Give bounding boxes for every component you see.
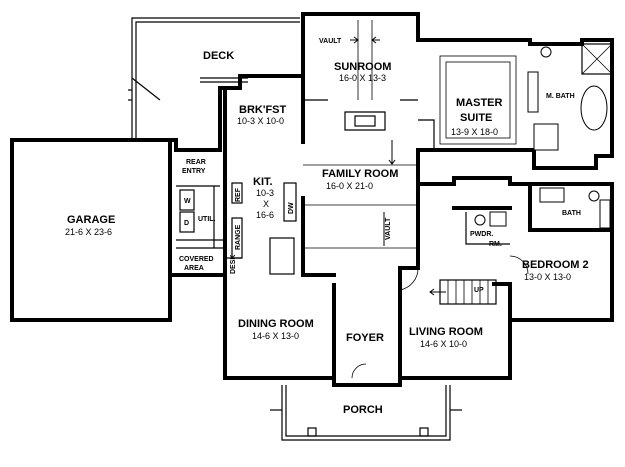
deck-outline — [128, 17, 300, 138]
bedroom2-dims: 13-0 X 13-0 — [524, 272, 571, 282]
dryer-label: D — [184, 220, 189, 227]
sunroom-label: SUNROOM — [334, 61, 391, 73]
utility-block — [168, 138, 227, 277]
garage-dims: 21-6 X 23-6 — [65, 227, 112, 237]
covered-area-label-2: AREA — [184, 265, 204, 272]
rear-entry-label-1: REAR — [186, 159, 206, 166]
vault-arrows — [350, 36, 446, 296]
brkfst-dims: 10-3 X 10-0 — [237, 116, 284, 126]
dining-room-dims: 14-6 X 13-0 — [252, 331, 299, 341]
sunroom-vault-label: VAULT — [319, 38, 342, 45]
family-room-dims: 16-0 X 21-0 — [326, 181, 373, 191]
mbath-label: M. BATH — [546, 93, 575, 100]
foyer-label: FOYER — [346, 332, 384, 344]
util-label: UTIL. — [198, 216, 216, 223]
bath-label: BATH — [562, 210, 581, 217]
kitchen-dims-3: 16-6 — [256, 210, 274, 220]
living-room-label: LIVING ROOM — [409, 326, 483, 338]
family-vault-label: VAULT — [385, 217, 392, 240]
kitchen-dims-2: X — [263, 199, 269, 209]
master-dims: 13-9 X 18-0 — [451, 127, 498, 137]
washer-label: W — [184, 198, 191, 205]
dining-room-label: DINING ROOM — [238, 318, 314, 330]
desk-label: DESK — [230, 255, 237, 274]
brkfst-label: BRK'FST — [239, 104, 287, 116]
covered-area-label-1: COVERED — [179, 256, 214, 263]
bedroom2-label: BEDROOM 2 — [522, 259, 589, 271]
kitchen-label: KIT. — [253, 176, 273, 188]
garage-label: GARAGE — [67, 214, 115, 226]
master-label-2: SUITE — [460, 112, 492, 124]
garage-walls — [10, 138, 172, 322]
family-room-label: FAMILY ROOM — [322, 168, 398, 180]
interior-details — [225, 20, 614, 441]
dw-label: DW — [288, 202, 295, 214]
pwdr-label-2: RM. — [489, 241, 502, 248]
rear-entry-label-2: ENTRY — [182, 168, 206, 175]
pwdr-label-1: PWDR. — [470, 231, 493, 238]
ref-label: REF — [235, 187, 242, 202]
porch-label: PORCH — [343, 404, 383, 416]
stair-up-label: UP — [474, 287, 484, 294]
range-label: RANGE — [235, 224, 242, 250]
sunroom-dims: 16-0 X 13-3 — [339, 73, 386, 83]
master-label-1: MASTER — [456, 97, 503, 109]
deck-label: DECK — [203, 50, 234, 62]
living-room-dims: 14-6 X 10-0 — [420, 339, 467, 349]
kitchen-dims-1: 10-3 — [256, 188, 274, 198]
